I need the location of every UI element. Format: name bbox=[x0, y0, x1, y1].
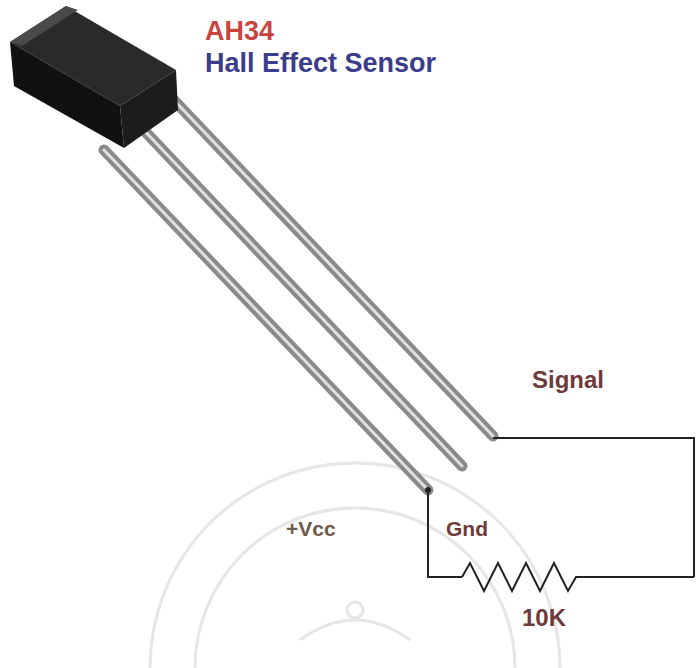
resistor-symbol bbox=[462, 563, 694, 591]
part-title: Hall Effect Sensor bbox=[205, 50, 436, 77]
signal-name: Signal bbox=[532, 368, 604, 392]
pin-name: Gnd bbox=[446, 518, 488, 539]
part-number: AH34 bbox=[205, 18, 274, 45]
wiring bbox=[428, 438, 694, 591]
sensor-leads bbox=[104, 96, 493, 490]
lead-end bbox=[425, 487, 431, 493]
sensor-body bbox=[10, 6, 178, 148]
resistor-value: 10K bbox=[522, 606, 566, 630]
pin-name: +Vcc bbox=[286, 518, 336, 539]
